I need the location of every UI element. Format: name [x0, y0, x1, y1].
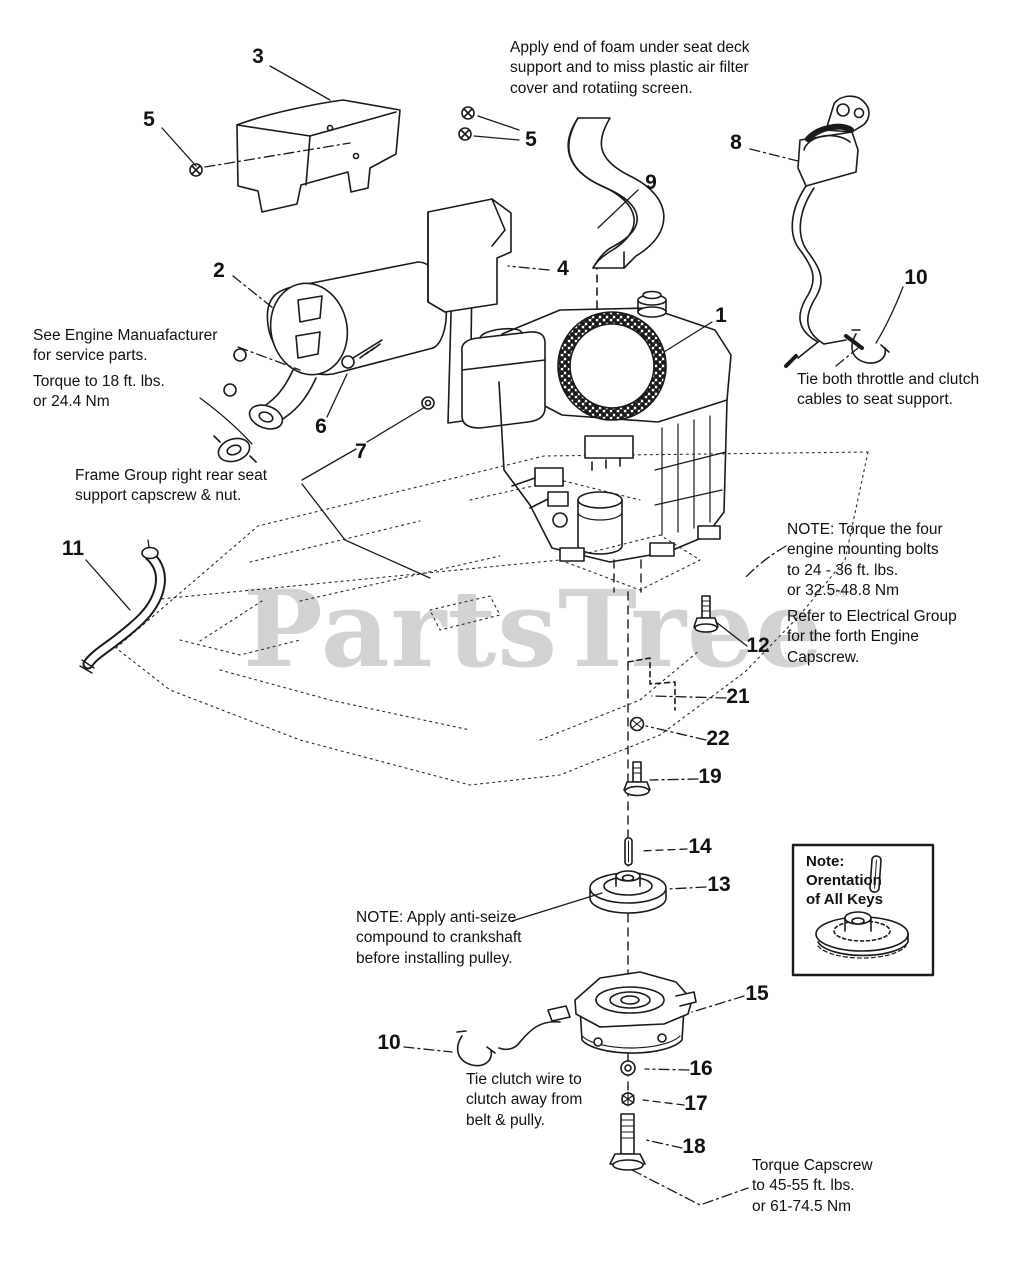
nut-7-drawing	[421, 396, 435, 410]
callout-part-2: 2	[213, 259, 225, 282]
callout-part-1: 1	[715, 304, 727, 327]
note-antiseize: NOTE: Apply anti-seize compound to crank…	[356, 909, 522, 967]
note-tie-clutch: Tie clutch wire to clutch away from belt…	[466, 1071, 583, 1129]
watermark: PartsTree™	[243, 576, 850, 682]
callout-part-10-bottom: 10	[377, 1031, 401, 1054]
note-torque-capscrew: Torque Capscrew to 45-55 ft. lbs. or 61-…	[752, 1157, 873, 1215]
watermark-text: PartsTree	[243, 566, 824, 691]
muffler-clamp-drawing	[213, 435, 257, 463]
callout-part-14: 14	[688, 835, 712, 858]
trademark-symbol: ™	[823, 585, 850, 615]
cable-tie-bottom-drawing	[456, 1030, 496, 1067]
callout-part-13: 13	[707, 873, 731, 896]
callout-part-3: 3	[252, 45, 264, 68]
capscrew-19-drawing	[623, 761, 651, 797]
note-electrical: Refer to Electrical Group for the forth …	[787, 608, 957, 666]
key-orientation-box-drawing	[791, 843, 935, 977]
foam-strip-drawing	[567, 117, 665, 269]
callout-part-5-right: 5	[525, 128, 537, 151]
callout-part-15: 15	[745, 982, 769, 1005]
note-engine-mfr: See Engine Manuafacturer for service par…	[33, 327, 218, 365]
capscrew-5-drawings	[189, 106, 475, 177]
callout-part-16: 16	[689, 1057, 713, 1080]
callout-part-6: 6	[315, 415, 327, 438]
note-frame-group: Frame Group right rear seat support caps…	[75, 467, 268, 505]
key-14-drawing	[624, 837, 633, 866]
callout-part-19: 19	[698, 765, 722, 788]
callout-part-11: 11	[61, 537, 85, 560]
bolt-6-drawing	[341, 339, 383, 369]
callout-part-18: 18	[682, 1135, 706, 1158]
callout-part-7: 7	[355, 440, 367, 463]
callout-part-4: 4	[557, 257, 569, 280]
baffle-drawing	[427, 198, 512, 313]
clutch-15-drawing	[498, 971, 697, 1054]
callout-part-10-top: 10	[904, 266, 928, 289]
bracket-21-drawing	[627, 657, 676, 711]
note-torque-18: Torque to 18 ft. lbs. or 24.4 Nm	[33, 373, 165, 411]
note-foam: Apply end of foam under seat deck suppor…	[510, 39, 750, 97]
capscrew-12-drawing	[693, 595, 719, 633]
washer-16-drawing	[620, 1060, 636, 1076]
throttle-control-drawing	[784, 95, 870, 368]
callout-part-17: 17	[684, 1092, 708, 1115]
pulley-13-drawing	[589, 870, 667, 914]
callout-part-9: 9	[645, 171, 657, 194]
hose-drawing	[79, 539, 166, 674]
callout-part-21: 21	[726, 685, 750, 708]
capscrew-18-drawing	[609, 1113, 646, 1171]
locknut-17-drawing	[621, 1091, 635, 1107]
leader-lines	[85, 65, 904, 1206]
washer-22-drawing	[629, 716, 645, 732]
cable-tie-top-drawing	[851, 329, 890, 364]
note-tie-cables: Tie both throttle and clutch cables to s…	[797, 371, 980, 409]
note-engine-bolts: NOTE: Torque the four engine mounting bo…	[787, 521, 943, 600]
callout-part-12: 12	[746, 634, 770, 657]
engine-drawing	[461, 290, 732, 563]
seat-deck-cover-drawing	[236, 99, 401, 213]
callout-part-5-left: 5	[143, 108, 155, 131]
callout-part-8: 8	[730, 131, 742, 154]
note-key-orientation: Note: Orentation of All Keys	[806, 853, 883, 908]
callout-part-22: 22	[706, 727, 730, 750]
